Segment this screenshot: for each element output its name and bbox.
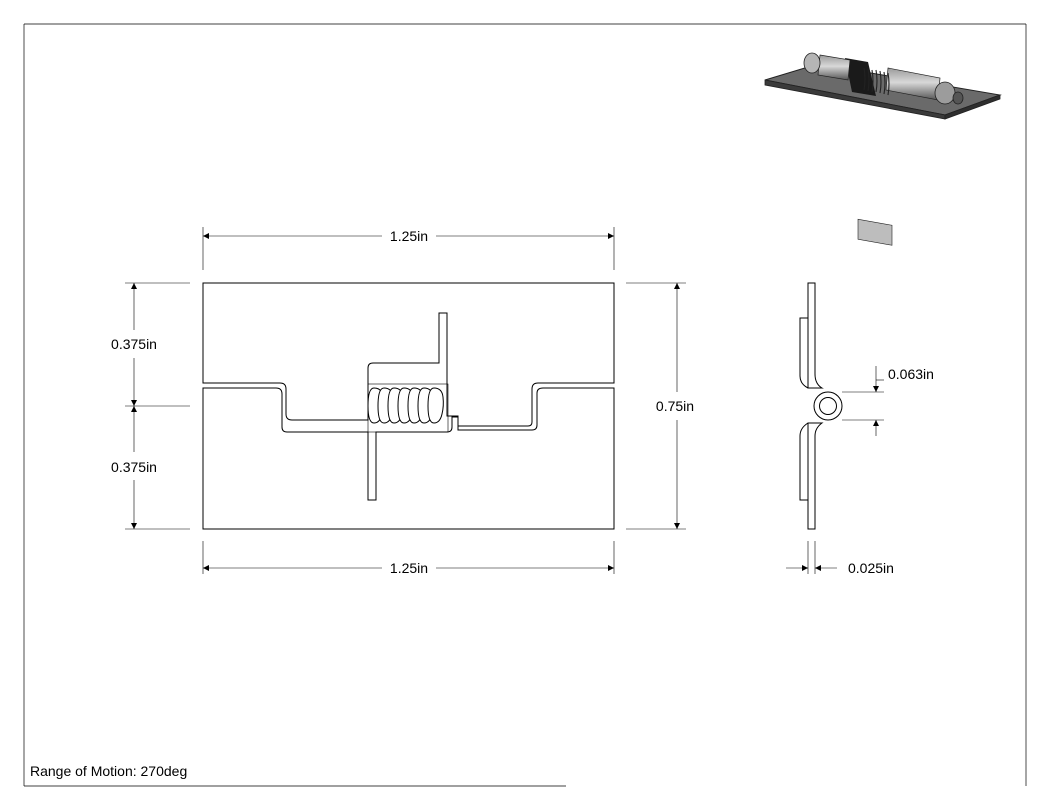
lower-leaf-outline: [202, 387, 615, 530]
isometric-spring: [857, 218, 893, 246]
dim-label-total-height: 0.75in: [656, 398, 694, 414]
dim-label-leaf-thickness: 0.025in: [848, 560, 894, 576]
dimension-leaf-thickness: 0.025in: [786, 541, 894, 576]
dimension-leaf-heights: 0.375in 0.375in: [111, 282, 190, 530]
dim-label-lower-leaf-height: 0.375in: [111, 459, 157, 475]
side-knuckle: [813, 391, 843, 421]
dim-label-upper-leaf-height: 0.375in: [111, 336, 157, 352]
dim-label-top-width: 1.25in: [390, 228, 428, 244]
side-leaf-top: [807, 282, 824, 389]
side-leaf-bottom: [807, 422, 824, 530]
side-view-hinge: [799, 282, 843, 530]
drawing-border: [23, 23, 1027, 787]
isometric-hinge-view: [764, 52, 1002, 246]
dimension-total-height: 0.75in: [626, 282, 694, 530]
torsion-spring: [367, 383, 449, 433]
upper-leaf-outline: [202, 282, 615, 427]
dimension-knuckle-diameter: 0.063in: [842, 366, 934, 436]
dimension-top-width: 1.25in: [202, 227, 615, 270]
dim-label-bottom-width: 1.25in: [390, 560, 428, 576]
range-of-motion-note: Range of Motion: 270deg: [30, 763, 187, 779]
front-view-hinge: [202, 282, 615, 530]
dimension-bottom-width: 1.25in: [202, 541, 615, 576]
dim-label-knuckle-diameter: 0.063in: [888, 366, 934, 382]
